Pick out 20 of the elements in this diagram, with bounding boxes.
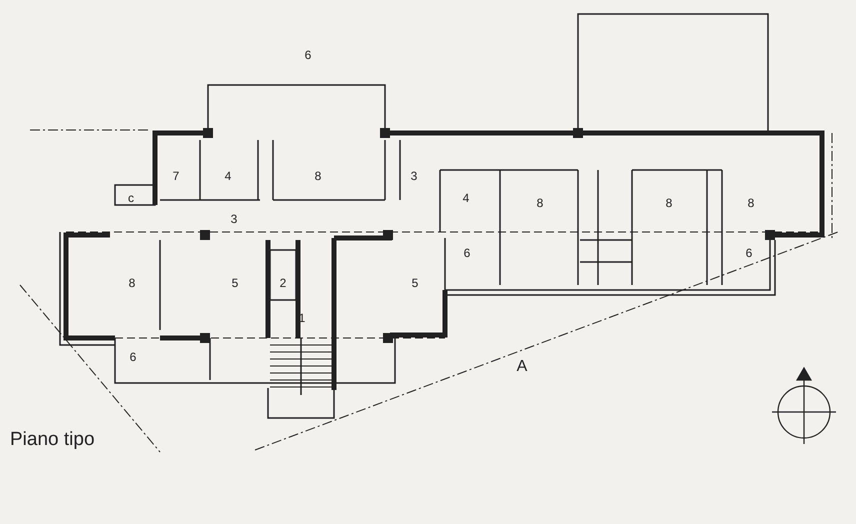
room-number: c (128, 191, 134, 205)
room-number: 4 (462, 191, 470, 205)
room-number: 8 (128, 276, 136, 290)
room-number: 8 (536, 196, 544, 210)
room-number: 5 (412, 276, 418, 290)
plan-caption: Piano tipo (10, 428, 95, 452)
room-number: 5 (232, 276, 238, 290)
room-number: 3 (410, 169, 418, 183)
room-number: 6 (304, 48, 312, 62)
room-number: 6 (464, 246, 470, 260)
room-number: 8 (666, 196, 672, 210)
room-number: 7 (172, 169, 180, 183)
room-number: 8 (748, 196, 754, 210)
room-number: 6 (746, 246, 752, 260)
section-mark: A (516, 360, 528, 374)
room-number: 4 (224, 169, 232, 183)
room-number: 2 (280, 276, 286, 290)
room-number: 8 (314, 169, 322, 183)
room-number: 6 (130, 350, 136, 364)
room-number: 3 (230, 212, 238, 226)
